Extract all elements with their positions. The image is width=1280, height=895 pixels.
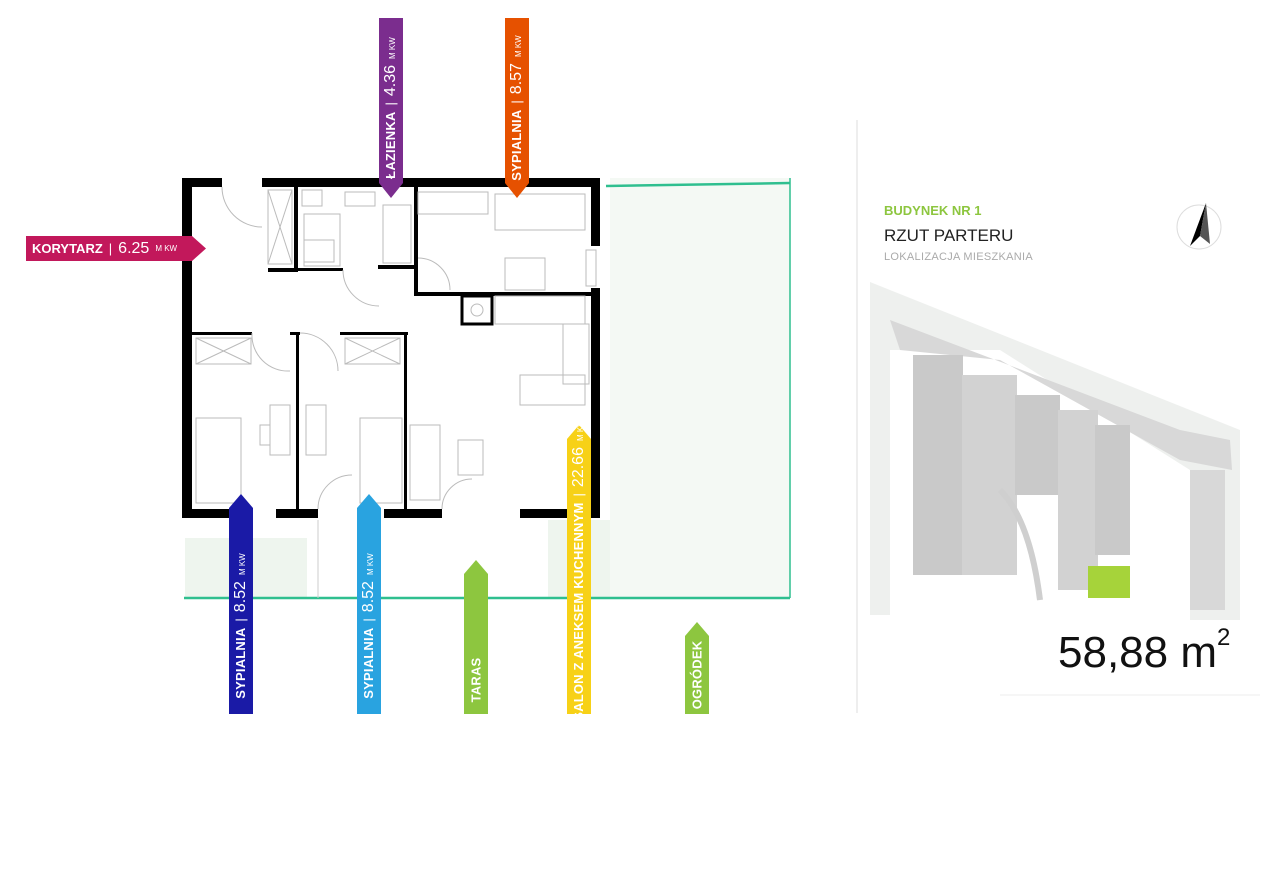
taras-name: TARAS <box>468 657 484 703</box>
lazienka-area: 4.36 <box>382 64 399 97</box>
korytarz-sep: | <box>108 241 113 256</box>
sypialnia-mid-sep: | <box>361 618 376 622</box>
salon-sep: | <box>571 492 586 496</box>
lazienka-sep: | <box>383 102 398 106</box>
salon-area: 22.66 <box>570 446 587 487</box>
sypialnia-top-unit: M KW <box>514 35 523 58</box>
total-area-sup: 2 <box>1217 624 1231 652</box>
tag-sypialnia-left: SYPIALNIA | 8.52 M KW <box>229 494 253 714</box>
salon-unit: M KW <box>576 418 585 441</box>
sypialnia-left-unit: M KW <box>238 553 247 576</box>
total-area-value: 58,88 <box>1058 628 1169 677</box>
north-arrow-icon <box>1176 203 1222 250</box>
tag-lazienka: ŁAZIENKA | 4.36 M KW <box>379 18 403 198</box>
korytarz-unit: M KW <box>155 244 178 253</box>
total-area: 58,88 m2 <box>1058 624 1230 678</box>
tag-salon: SALON Z ANEKSEM KUCHENNYM | 22.66 M KW <box>567 419 591 720</box>
total-area-unit: m <box>1180 628 1217 677</box>
lazienka-unit: M KW <box>388 37 397 59</box>
sypialnia-top-area: 8.57 <box>508 63 525 95</box>
floor-title: RZUT PARTERU <box>884 226 1014 245</box>
korytarz-area: 6.25 <box>118 239 150 257</box>
lazienka-name: ŁAZIENKA <box>383 111 398 179</box>
garden-fence-top <box>605 181 791 188</box>
tag-sypialnia-mid: SYPIALNIA | 8.52 M KW <box>357 494 381 714</box>
garden-area <box>610 178 790 598</box>
outer-walls <box>182 178 600 518</box>
building-title: BUDYNEK NR 1 <box>884 203 982 218</box>
tag-taras: TARAS <box>464 560 488 714</box>
korytarz-name: KORYTARZ <box>32 241 103 256</box>
sypialnia-mid-area: 8.52 <box>360 581 377 613</box>
sypialnia-left-sep: | <box>233 618 248 622</box>
sypialnia-left-name: SYPIALNIA <box>233 627 248 699</box>
site-plan <box>856 120 1260 713</box>
sypialnia-mid-unit: M KW <box>366 553 375 576</box>
location-caption: LOKALIZACJA MIESZKANIA <box>884 251 1034 263</box>
tag-korytarz: KORYTARZ | 6.25 M KW <box>26 236 206 261</box>
furniture <box>195 189 597 504</box>
apartment-highlight <box>1088 566 1130 598</box>
tag-sypialnia-top: SYPIALNIA | 8.57 M KW <box>505 18 529 198</box>
ogrodek-name: OGRÓDEK <box>689 641 705 710</box>
sypialnia-top-sep: | <box>509 100 524 104</box>
door-swings <box>221 186 473 510</box>
sypialnia-top-name: SYPIALNIA <box>509 109 524 181</box>
salon-name: SALON Z ANEKSEM KUCHENNYM <box>571 501 586 721</box>
sypialnia-left-area: 8.52 <box>232 581 249 613</box>
sypialnia-mid-name: SYPIALNIA <box>361 627 376 699</box>
inner-walls <box>192 187 594 510</box>
tag-ogrodek: OGRÓDEK <box>685 622 709 714</box>
